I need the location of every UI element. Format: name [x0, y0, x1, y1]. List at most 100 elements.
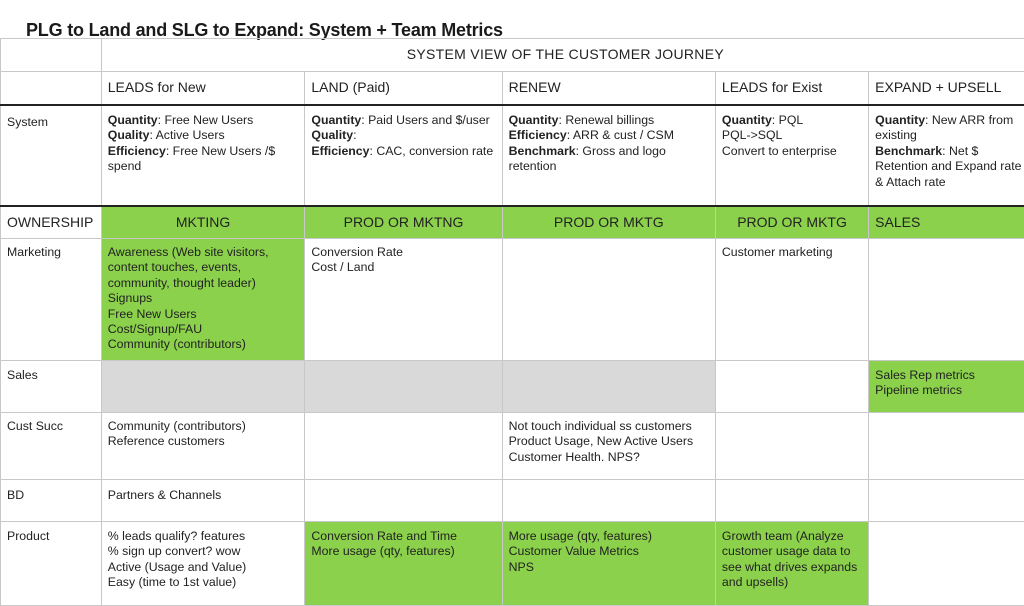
- metric-line: Customer Health. NPS?: [509, 450, 709, 465]
- sales-metric-cell: [305, 361, 502, 413]
- metric-line: Reference customers: [108, 434, 299, 449]
- sales-metric-cell: [502, 361, 715, 413]
- metric-text: : CAC, conversion rate: [369, 144, 493, 158]
- metric-line: Community (contributors): [108, 419, 299, 434]
- ownership-cell: PROD OR MKTNG: [305, 206, 502, 239]
- product-metric-cell: More usage (qty, features)Customer Value…: [502, 522, 715, 606]
- metric-type-label: Efficiency: [108, 144, 166, 158]
- system-metric-line: Efficiency: CAC, conversion rate: [311, 144, 495, 159]
- metric-line: Customer marketing: [722, 245, 862, 260]
- sales-metric-cell: [715, 361, 868, 413]
- metric-type-label: Quantity: [108, 113, 158, 127]
- metric-line: NPS: [509, 560, 709, 575]
- metric-text: : Active Users: [149, 128, 224, 142]
- metric-line: Cost / Land: [311, 260, 495, 275]
- ownership-cell: SALES: [869, 206, 1024, 239]
- metric-line: Growth team (Analyze customer usage data…: [722, 529, 862, 591]
- system-metric-line: Benchmark: Net $ Retention and Expand ra…: [875, 144, 1023, 190]
- metric-line: Free New Users: [108, 307, 299, 322]
- cust-succ-row: Cust Succ Community (contributors)Refere…: [1, 413, 1024, 480]
- metric-line: Conversion Rate: [311, 245, 495, 260]
- bd-metric-cell: [869, 480, 1024, 522]
- metric-line: Not touch individual ss customers: [509, 419, 709, 434]
- metric-type-label: Quality: [108, 128, 150, 142]
- row-label-ownership: OWNERSHIP: [1, 206, 102, 239]
- metric-text: Convert to enterprise: [722, 144, 837, 158]
- metric-line: Community (contributors): [108, 337, 299, 352]
- row-label-system: System: [1, 105, 102, 206]
- metric-line: Partners & Channels: [108, 488, 299, 503]
- metric-line: % sign up convert? wow: [108, 544, 299, 559]
- stage-header: RENEW: [502, 72, 715, 106]
- system-metric-line: Efficiency: Free New Users /$ spend: [108, 144, 299, 175]
- system-metric-line: Quantity: Renewal billings: [509, 113, 709, 128]
- metric-line: Pipeline metrics: [875, 383, 1023, 398]
- cust-succ-metric-cell: [305, 413, 502, 480]
- stage-corner-cell: [1, 72, 102, 106]
- stage-header: LEADS for New: [101, 72, 305, 106]
- marketing-row: Marketing Awareness (Web site visitors, …: [1, 239, 1024, 361]
- system-metric-line: Quantity: New ARR from existing: [875, 113, 1023, 144]
- cust-succ-metric-cell: [869, 413, 1024, 480]
- metric-line: More usage (qty, features): [509, 529, 709, 544]
- metric-type-label: Quantity: [311, 113, 361, 127]
- product-metric-cell: % leads qualify? features% sign up conve…: [101, 522, 305, 606]
- marketing-metric-cell: Awareness (Web site visitors, content to…: [101, 239, 305, 361]
- metric-line: Active (Usage and Value): [108, 560, 299, 575]
- stage-header-row: LEADS for New LAND (Paid) RENEW LEADS fo…: [1, 72, 1024, 106]
- bd-row: BD Partners & Channels: [1, 480, 1024, 522]
- metric-text: : Paid Users and $/user: [361, 113, 490, 127]
- metric-type-label: Benchmark: [509, 144, 576, 158]
- ownership-cell: PROD OR MKTG: [715, 206, 868, 239]
- product-row: Product % leads qualify? features% sign …: [1, 522, 1024, 606]
- metric-line: Cost/Signup/FAU: [108, 322, 299, 337]
- product-metric-cell: [869, 522, 1024, 606]
- system-metric-line: PQL->SQL: [722, 128, 862, 143]
- row-label-marketing: Marketing: [1, 239, 102, 361]
- row-label-sales: Sales: [1, 361, 102, 413]
- metric-text: : PQL: [772, 113, 803, 127]
- metric-line: Customer Value Metrics: [509, 544, 709, 559]
- row-label-cust-succ: Cust Succ: [1, 413, 102, 480]
- bd-metric-cell: [715, 480, 868, 522]
- metric-text: : ARR & cust / CSM: [567, 128, 674, 142]
- stage-header: EXPAND + UPSELL: [869, 72, 1024, 106]
- metric-type-label: Quantity: [722, 113, 772, 127]
- metric-type-label: Efficiency: [311, 144, 369, 158]
- system-metric-line: Quantity: Paid Users and $/user: [311, 113, 495, 128]
- metric-line: Signups: [108, 291, 299, 306]
- system-metric-line: Efficiency: ARR & cust / CSM: [509, 128, 709, 143]
- corner-cell: [1, 39, 102, 72]
- system-metric-line: Benchmark: Gross and logo retention: [509, 144, 709, 175]
- marketing-metric-cell: Customer marketing: [715, 239, 868, 361]
- system-metric-line: Quality:: [311, 128, 495, 143]
- journey-header-row: SYSTEM VIEW OF THE CUSTOMER JOURNEY: [1, 39, 1024, 72]
- metric-text: :: [353, 128, 356, 142]
- ownership-row: OWNERSHIP MKTING PROD OR MKTNG PROD OR M…: [1, 206, 1024, 239]
- metric-line: Conversion Rate and Time: [311, 529, 495, 544]
- metrics-table: SYSTEM VIEW OF THE CUSTOMER JOURNEY LEAD…: [0, 38, 1024, 606]
- metric-line: More usage (qty, features): [311, 544, 495, 559]
- metric-text: : Free New Users: [158, 113, 254, 127]
- metric-text: : Renewal billings: [558, 113, 654, 127]
- metric-line: Product Usage, New Active Users: [509, 434, 709, 449]
- ownership-cell: MKTING: [101, 206, 305, 239]
- row-label-bd: BD: [1, 480, 102, 522]
- metric-type-label: Quantity: [509, 113, 559, 127]
- metric-line: % leads qualify? features: [108, 529, 299, 544]
- metric-line: Sales Rep metrics: [875, 368, 1023, 383]
- product-metric-cell: Growth team (Analyze customer usage data…: [715, 522, 868, 606]
- metric-type-label: Benchmark: [875, 144, 942, 158]
- metric-line: Easy (time to 1st value): [108, 575, 299, 590]
- bd-metric-cell: Partners & Channels: [101, 480, 305, 522]
